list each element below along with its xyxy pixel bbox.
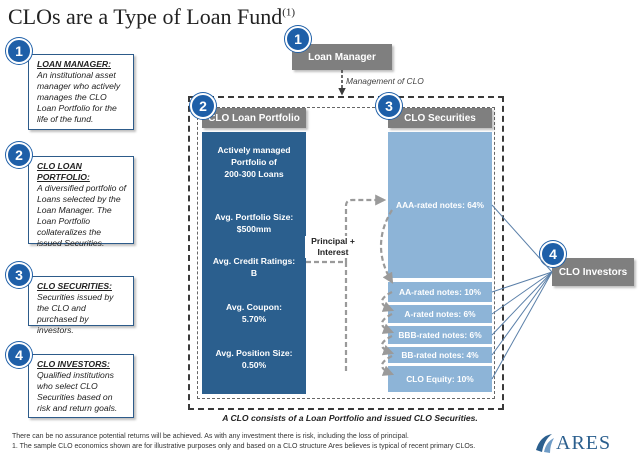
flow-curve-bb-equity bbox=[380, 355, 395, 376]
investor-line bbox=[491, 271, 553, 336]
info-heading: LOAN MANAGER: bbox=[37, 59, 111, 69]
investors-label: CLO Investors bbox=[558, 266, 628, 278]
tranche-equity: CLO Equity: 10% bbox=[388, 366, 492, 392]
step-badge-2: 2 bbox=[6, 142, 32, 168]
investors-box: CLO Investors bbox=[552, 258, 634, 286]
diagram-caption: A CLO consists of a Loan Portfolio and i… bbox=[222, 413, 478, 423]
portfolio-column: Actively managed Portfolio of 200-300 Lo… bbox=[202, 132, 306, 394]
title-footnote-ref: (1) bbox=[282, 6, 296, 19]
investor-line bbox=[491, 271, 553, 380]
investor-line bbox=[491, 271, 553, 356]
tranche-label: BB-rated notes: 4% bbox=[401, 350, 479, 360]
portfolio-header: CLO Loan Portfolio bbox=[202, 108, 306, 128]
investor-line bbox=[491, 204, 553, 273]
portfolio-intro-2: Portfolio of bbox=[231, 157, 277, 167]
portfolio-intro-3: 200-300 Loans bbox=[224, 169, 284, 179]
flow-line-aaa bbox=[306, 194, 387, 264]
tranche-label: AAA-rated notes: 64% bbox=[396, 200, 484, 210]
diagram-badge-2: 2 bbox=[190, 93, 216, 119]
stat-label: Avg. Portfolio Size: bbox=[214, 212, 294, 222]
tranche-label: CLO Equity: 10% bbox=[406, 374, 474, 384]
step-badge-1: 1 bbox=[6, 38, 32, 64]
flow-curve-aa-a bbox=[380, 291, 395, 312]
logo-arc bbox=[544, 438, 554, 453]
stat-value: $500mm bbox=[236, 224, 272, 234]
diagram-badge-3: 3 bbox=[376, 93, 402, 119]
info-heading: CLO INVESTORS: bbox=[37, 359, 110, 369]
investor-line bbox=[491, 271, 553, 315]
step-badge-3: 3 bbox=[6, 262, 32, 288]
tranche-bbb: BBB-rated notes: 6% bbox=[388, 326, 492, 344]
tranche-aa: AA-rated notes: 10% bbox=[388, 282, 492, 302]
portfolio-intro-1: Actively managed bbox=[217, 145, 291, 155]
stat-label: Avg. Credit Ratings: bbox=[212, 256, 296, 266]
stat-label: Avg. Position Size: bbox=[215, 348, 293, 358]
loan-manager-box: Loan Manager bbox=[292, 44, 392, 70]
flow-label-line: Interest bbox=[317, 247, 349, 257]
tranche-label: A-rated notes: 6% bbox=[404, 309, 476, 319]
investor-line bbox=[491, 271, 553, 293]
flow-curve-aaa-aa bbox=[380, 209, 394, 284]
info-box-investors: CLO INVESTORS: Qualified institutions wh… bbox=[28, 354, 134, 418]
clo-outer-frame bbox=[188, 96, 504, 410]
diagram-badge-4: 4 bbox=[540, 241, 566, 267]
info-body: A diversified portfolio of Loans selecte… bbox=[37, 183, 127, 248]
portfolio-header-label: CLO Loan Portfolio bbox=[208, 112, 300, 124]
securities-header-label: CLO Securities bbox=[404, 112, 476, 124]
tranche-label: BBB-rated notes: 6% bbox=[398, 330, 482, 340]
info-box-loan-manager: LOAN MANAGER: An institutional asset man… bbox=[28, 54, 134, 130]
page-title: CLOs are a Type of Loan Fund(1) bbox=[8, 4, 296, 29]
investor-lines bbox=[491, 204, 553, 380]
info-heading: CLO LOAN PORTFOLIO: bbox=[37, 161, 90, 182]
tranche-a: A-rated notes: 6% bbox=[388, 305, 492, 323]
info-body: Securities issued by the CLO and purchas… bbox=[37, 292, 114, 335]
flow-curve-bbb-bb bbox=[380, 335, 395, 356]
flow-label-line: Principal + bbox=[311, 236, 355, 246]
tranche-label: AA-rated notes: 10% bbox=[399, 287, 481, 297]
info-heading: CLO SECURITIES: bbox=[37, 281, 112, 291]
footnote-disclaimer: There can be no assurance potential retu… bbox=[12, 433, 409, 440]
tranche-bb: BB-rated notes: 4% bbox=[388, 347, 492, 363]
principal-interest-label: Principal + Interest bbox=[305, 236, 361, 258]
tranche-aaa: AAA-rated notes: 64% bbox=[388, 132, 492, 278]
footnote-1: 1. The sample CLO economics shown are fo… bbox=[12, 443, 476, 450]
flow-curve-a-bbb bbox=[380, 313, 395, 334]
securities-header: CLO Securities bbox=[388, 108, 492, 128]
info-body: Qualified institutions who select CLO Se… bbox=[37, 370, 118, 413]
stat-value: B bbox=[250, 268, 258, 278]
ares-logo-mark-icon bbox=[536, 434, 554, 453]
info-box-securities: CLO SECURITIES: Securities issued by the… bbox=[28, 276, 134, 335]
stat-value: 5.70% bbox=[241, 314, 267, 324]
diagram-badge-1: 1 bbox=[285, 26, 311, 52]
management-caption: Management of CLO bbox=[346, 76, 424, 86]
stat-value: 0.50% bbox=[241, 360, 267, 370]
ares-logo-text: ARES bbox=[556, 432, 612, 454]
loan-manager-label: Loan Manager bbox=[308, 51, 376, 63]
info-box-loan-portfolio: CLO LOAN PORTFOLIO: A diversified portfo… bbox=[28, 156, 134, 248]
cashflow-arrows bbox=[306, 194, 395, 376]
step-badge-4: 4 bbox=[6, 342, 32, 368]
logo-arc bbox=[536, 434, 552, 452]
stat-label: Avg. Coupon: bbox=[225, 302, 282, 312]
info-body: An institutional asset manager who activ… bbox=[37, 70, 121, 124]
clo-inner-frame bbox=[197, 107, 495, 399]
